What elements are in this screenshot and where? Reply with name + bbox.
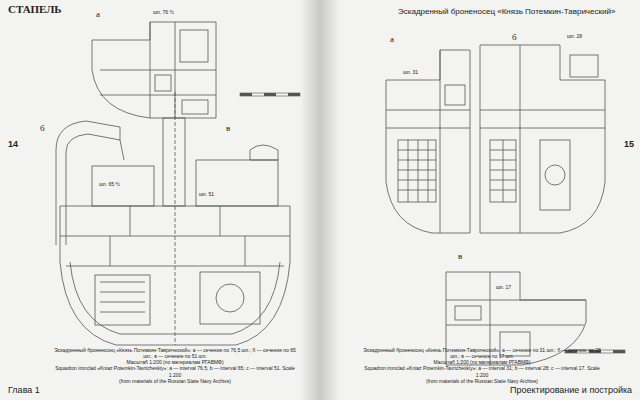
frame-label: шп. 76 ½ [152,10,175,16]
gutter-shade [300,0,340,400]
caption-line: Squadron ironclad «Kniaz Potemkin-Tavric… [50,365,300,378]
figure-caption: Эскадренный броненосец «Князь Потемкин-Т… [50,347,300,385]
frame-label: шп. 51 [198,192,215,198]
series-logo: СТАПЕЛЬ [8,3,62,15]
chapter-footer: Глава 1 [8,386,40,396]
left-drawings [56,22,290,345]
figure-caption: Эскадренный броненосец «Князь Потемкин-Т… [362,347,602,385]
section-letter: в [458,252,462,262]
section-footer: Проектирование и постройка [510,386,632,396]
frame-label: шп. 31 [402,70,419,76]
caption-line: Squadron ironclad «Kniaz Potemkin-Tavric… [362,365,602,378]
section-letter: а [96,10,100,20]
right-drawings [386,45,605,365]
section-letter: б [512,33,517,43]
page-number: 15 [624,140,634,150]
caption-line: (from materials of the Russian State Nav… [362,378,602,384]
frame-label: шп. 65 ½ [98,182,121,188]
section-letter: а [390,35,394,45]
frame-label: шп. 17 [495,285,512,291]
caption-line: Масштаб 1:200 (по материалам РГАВМФ) [362,359,602,365]
page-number: 14 [8,140,18,150]
caption-line: Эскадренный броненосец «Князь Потемкин-Т… [362,347,602,360]
caption-line: (from materials of the Russian State Nav… [50,378,300,384]
caption-line: Масштаб 1:200 (по материалам РГАВМФ) [50,359,300,365]
section-letter: б [40,124,45,134]
running-header: Эскадренный броненосец «Князь Потемкин-Т… [398,8,615,17]
frame-label: шп. 28 [566,34,583,40]
section-letter: в [226,124,230,134]
scale-bar [240,93,300,96]
caption-line: Эскадренный броненосец «Князь Потемкин-Т… [50,347,300,360]
